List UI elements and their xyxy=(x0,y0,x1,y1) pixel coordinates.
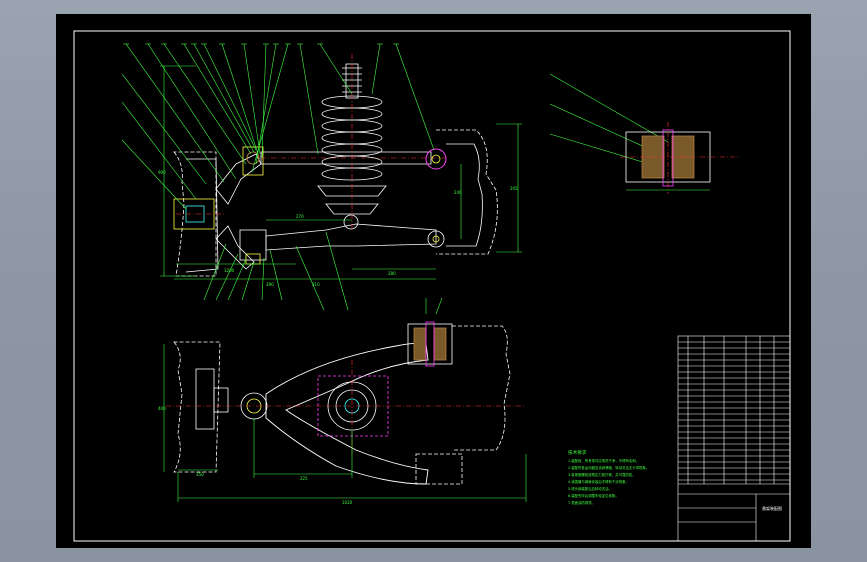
dim-225: 225 xyxy=(300,476,308,481)
leader-4 xyxy=(183,43,252,155)
dim-270: 270 xyxy=(296,214,304,219)
leader-13 xyxy=(319,43,353,95)
tyre-outline xyxy=(173,151,217,277)
lower-control-arm xyxy=(265,223,437,251)
dim-400: 400 xyxy=(158,406,166,411)
dim-345: 345 xyxy=(510,186,518,191)
tech-req-7: 7.表面涂防锈漆。 xyxy=(568,500,595,505)
top-frame-outline xyxy=(452,325,511,451)
dim-900: 900 xyxy=(158,170,166,175)
leader-lines-bottom xyxy=(203,231,349,311)
leader-12 xyxy=(299,43,319,155)
frame-bracket-inner xyxy=(446,143,483,247)
dim-350: 350 xyxy=(196,472,204,477)
knuckle-lower xyxy=(215,225,255,270)
section-view xyxy=(549,73,738,194)
upper-ball xyxy=(246,151,260,165)
tech-req-5: 5.球头销装配后应转动灵活。 xyxy=(568,486,612,491)
leader-10 xyxy=(255,43,277,165)
leader-14 xyxy=(371,43,381,95)
leader-b5 xyxy=(261,257,265,301)
rim-outline xyxy=(185,158,219,273)
dim-280: 280 xyxy=(388,271,396,276)
top-bushing-bolt xyxy=(425,321,435,367)
section-bolt xyxy=(662,129,674,187)
leader-11 xyxy=(251,43,289,173)
leader-2 xyxy=(147,43,237,180)
frame-bracket xyxy=(436,129,498,255)
title-block-frame xyxy=(677,335,791,542)
lower-arm-bushing xyxy=(427,230,445,248)
top-view: 350 225 1020 400 xyxy=(158,297,527,505)
upper-arm-bushing xyxy=(425,148,447,170)
dim-290: 290 xyxy=(266,282,274,287)
section-leader-3 xyxy=(549,133,657,167)
tech-req-4: 4.减振器与弹簧安装后不得有干涉现象。 xyxy=(568,479,629,484)
title-block-name: 悬架装配图 xyxy=(762,505,782,511)
spring-seat-pivot xyxy=(343,214,359,230)
leader-16 xyxy=(121,73,207,185)
leader-9 xyxy=(261,43,267,159)
top-view-dimensions xyxy=(163,297,527,502)
spring-mount xyxy=(325,203,379,215)
leader-b8 xyxy=(325,231,349,311)
dim-1020: 1020 xyxy=(342,500,353,505)
upper-bushing-bolt xyxy=(431,154,441,164)
lower-bushing-bolt xyxy=(432,235,440,243)
spring-lower-seat xyxy=(317,185,387,197)
leader-b3 xyxy=(227,258,247,301)
tech-req-title: 技术要求 xyxy=(568,449,587,456)
section-leader-1 xyxy=(549,73,669,143)
leader-b2 xyxy=(215,253,239,301)
drawing-canvas: 270 280 310 240 345 900 1200 290 xyxy=(73,30,791,542)
bom-rows xyxy=(678,341,790,481)
top-bushing-right xyxy=(433,327,447,361)
dim-1200: 1200 xyxy=(224,268,235,273)
leader-lines-top xyxy=(121,43,435,210)
leader-7 xyxy=(221,43,259,155)
leader-8 xyxy=(243,43,261,155)
front-view-dimensions xyxy=(160,65,522,280)
leader-5 xyxy=(193,43,255,153)
tech-req-6: 6.装配完毕后调整车轮定位参数。 xyxy=(568,493,619,498)
top-leader-up-2 xyxy=(435,297,443,315)
leader-6 xyxy=(203,43,257,151)
leader-1 xyxy=(125,43,225,183)
top-bushing-left xyxy=(413,327,427,361)
dim-240: 240 xyxy=(454,190,462,195)
top-hub-flange xyxy=(213,387,229,413)
top-rear-mount xyxy=(415,453,463,485)
drawing-frame xyxy=(73,30,791,542)
leader-3 xyxy=(163,43,247,165)
drawing-sheet: 270 280 310 240 345 900 1200 290 xyxy=(56,14,811,548)
title-block xyxy=(677,335,791,542)
front-view: 270 280 310 240 345 900 1200 290 xyxy=(121,43,522,311)
top-a-arm xyxy=(265,342,429,485)
upper-ball-joint xyxy=(242,146,264,176)
tech-req-1: 1.装配前，所有零件应清洗干净，不得有毛刺。 xyxy=(568,458,639,463)
technical-requirements: 技术要求 1.装配前，所有零件应清洗干净，不得有毛刺。 2.装配时各运动副应涂润… xyxy=(568,449,649,505)
leader-15 xyxy=(395,43,435,151)
tech-req-2: 2.装配时各运动副应涂润滑脂，转动灵活无卡滞现象。 xyxy=(568,465,649,470)
leader-b4 xyxy=(241,261,255,301)
leader-17 xyxy=(121,101,197,200)
leader-b6 xyxy=(269,249,283,301)
top-bushing-housing xyxy=(407,323,453,365)
tech-req-3: 3.各紧固螺栓按规定力矩拧紧，并可靠防松。 xyxy=(568,472,636,477)
lower-ball-joint xyxy=(239,229,267,261)
leader-b1 xyxy=(203,243,227,301)
top-tyre-outline xyxy=(173,341,221,473)
knuckle-upper xyxy=(215,153,262,205)
upper-control-arm xyxy=(260,151,432,165)
dim-310: 310 xyxy=(312,282,320,287)
top-hub xyxy=(195,368,215,430)
leader-18 xyxy=(121,139,187,210)
leader-b7 xyxy=(295,245,325,311)
